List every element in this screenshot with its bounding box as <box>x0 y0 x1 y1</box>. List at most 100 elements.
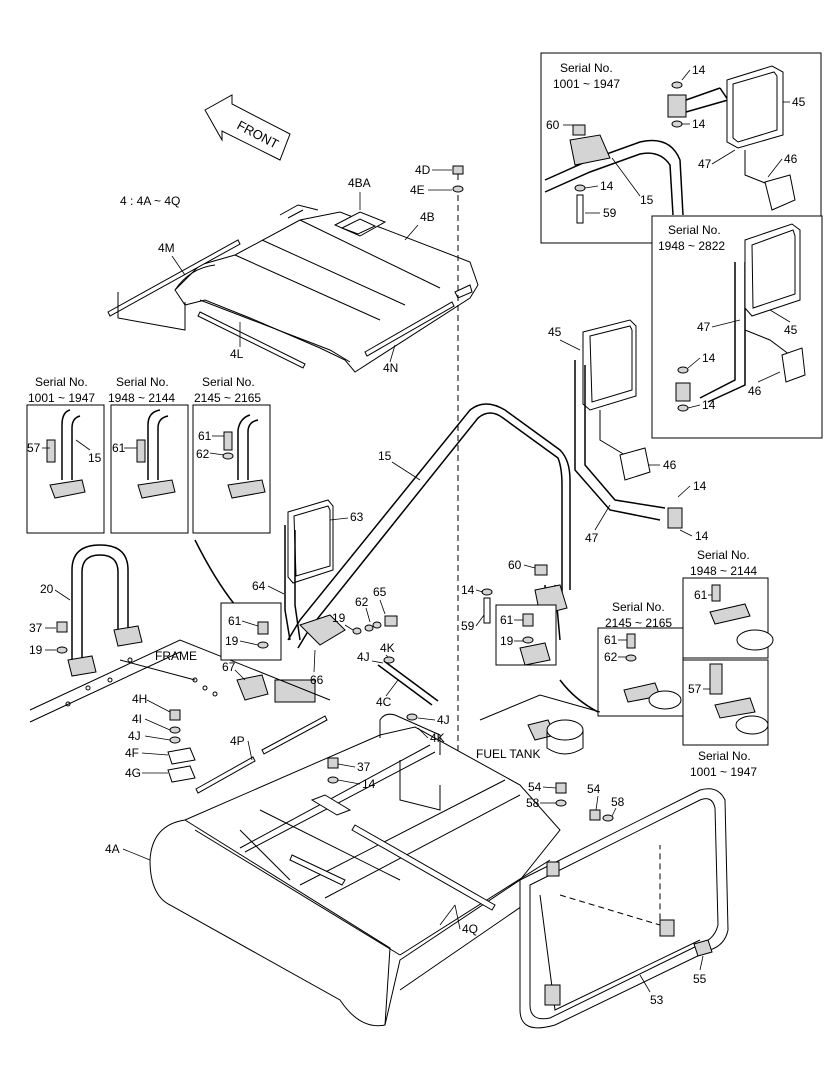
serial-title: Serial No. <box>668 223 721 237</box>
callout: 4B <box>420 210 435 224</box>
serial-range: 1001 ~ 1947 <box>690 765 757 779</box>
callout: 47 <box>585 531 599 545</box>
callout: 4D <box>415 163 431 177</box>
callout: 4Q <box>462 922 478 936</box>
serial-title: Serial No. <box>560 61 613 75</box>
callout: 59 <box>603 206 617 220</box>
roll-bar-20 <box>56 544 143 677</box>
roof-panel <box>174 204 479 373</box>
callout: 66 <box>310 673 324 687</box>
callout: 4C <box>376 695 392 709</box>
callout: 4K <box>430 731 445 745</box>
serial-title: Serial No. <box>202 375 255 389</box>
callout: 61 <box>228 614 242 628</box>
callout: 15 <box>88 451 102 465</box>
callout: 37 <box>29 621 43 635</box>
callout: 61 <box>694 588 708 602</box>
serial-title: Serial No. <box>35 375 88 389</box>
callout: 14 <box>362 777 376 791</box>
callout: 4N <box>383 361 398 375</box>
callout: 20 <box>40 582 54 596</box>
callout: 14 <box>702 398 716 412</box>
serial-range: 2145 ~ 2165 <box>605 616 672 630</box>
callout: 4J <box>128 729 141 743</box>
callout: 46 <box>748 384 762 398</box>
callout: 46 <box>663 458 677 472</box>
callout: 4J <box>437 713 450 727</box>
callout-curve-right <box>559 679 599 713</box>
callout: 4H <box>132 692 147 706</box>
serial-box-1948-2822-mirror: Serial No. 1948 ~ 2822 <box>658 223 806 412</box>
hardware-4h-4g <box>167 709 196 783</box>
leader-lines <box>42 69 791 993</box>
serial-title: Serial No. <box>612 600 665 614</box>
callout: 61 <box>500 613 514 627</box>
callout: 15 <box>640 193 654 207</box>
bracket-box-61 <box>220 602 282 701</box>
serial-range: 2145 ~ 2165 <box>194 391 261 405</box>
callout: 64 <box>252 579 266 593</box>
callout: 60 <box>546 118 560 132</box>
callout: 61 <box>198 429 212 443</box>
callout: 45 <box>792 95 806 109</box>
serial-range: 1948 ~ 2144 <box>690 564 757 578</box>
callout: 45 <box>784 323 798 337</box>
callout: 47 <box>698 157 712 171</box>
callout: 4E <box>410 183 425 197</box>
callout: 57 <box>688 682 702 696</box>
callout: 63 <box>350 510 364 524</box>
callout: 46 <box>784 152 798 166</box>
callout: 19 <box>225 634 239 648</box>
callout: 14 <box>461 583 475 597</box>
callout: 47 <box>697 320 711 334</box>
callout: 19 <box>332 611 346 625</box>
callout: 65 <box>373 585 387 599</box>
main-mirror-right <box>574 319 683 529</box>
serial-range: 1948 ~ 2822 <box>658 239 725 253</box>
strips-4p <box>195 715 328 794</box>
callout: 4P <box>230 734 245 748</box>
front-arrow: FRONT <box>204 94 291 161</box>
callout: 54 <box>528 780 542 794</box>
callout: 19 <box>500 634 514 648</box>
callout-labels: 4D 4E 4BA 4B 4M 4L 4N 14 14 60 45 47 15 … <box>27 63 806 1007</box>
canopy-body <box>149 713 561 1027</box>
callout: 4I <box>132 712 142 726</box>
bolt-4d <box>452 165 464 193</box>
callout: 14 <box>692 117 706 131</box>
callout: 59 <box>461 619 475 633</box>
frame-label: FRAME <box>155 649 197 663</box>
frame-outline <box>29 639 331 723</box>
callout: 53 <box>650 993 664 1007</box>
hardware-54-58 <box>555 782 614 822</box>
fuel-tank-label: FUEL TANK <box>476 747 540 761</box>
seal-strips <box>107 239 455 369</box>
frame-holes <box>65 657 218 707</box>
callout: 4F <box>125 746 139 760</box>
callout: 4K <box>380 641 395 655</box>
callout: 54 <box>587 782 601 796</box>
kit-label: 4 : 4A ~ 4Q <box>120 194 180 208</box>
callout: 67 <box>222 660 236 674</box>
callout: 58 <box>526 796 540 810</box>
callout: 61 <box>604 633 618 647</box>
serial-range: 1001 ~ 1947 <box>553 77 620 91</box>
callout: 4BA <box>348 176 371 190</box>
callout: 55 <box>693 972 707 986</box>
callout: 14 <box>693 479 707 493</box>
callout: 61 <box>112 441 126 455</box>
callout-curve-left <box>194 539 236 606</box>
callout: 4L <box>230 347 244 361</box>
callout: 4M <box>158 241 175 255</box>
hardware-washers <box>352 615 398 635</box>
callout: 37 <box>357 760 371 774</box>
callout: 14 <box>695 529 709 543</box>
left-mirror-63 <box>274 499 346 703</box>
callout: 62 <box>604 650 618 664</box>
callout: 4G <box>125 766 141 780</box>
callout: 15 <box>378 449 392 463</box>
callout: 14 <box>692 63 706 77</box>
serial-range: 1948 ~ 2144 <box>108 391 175 405</box>
callout: 58 <box>611 795 625 809</box>
